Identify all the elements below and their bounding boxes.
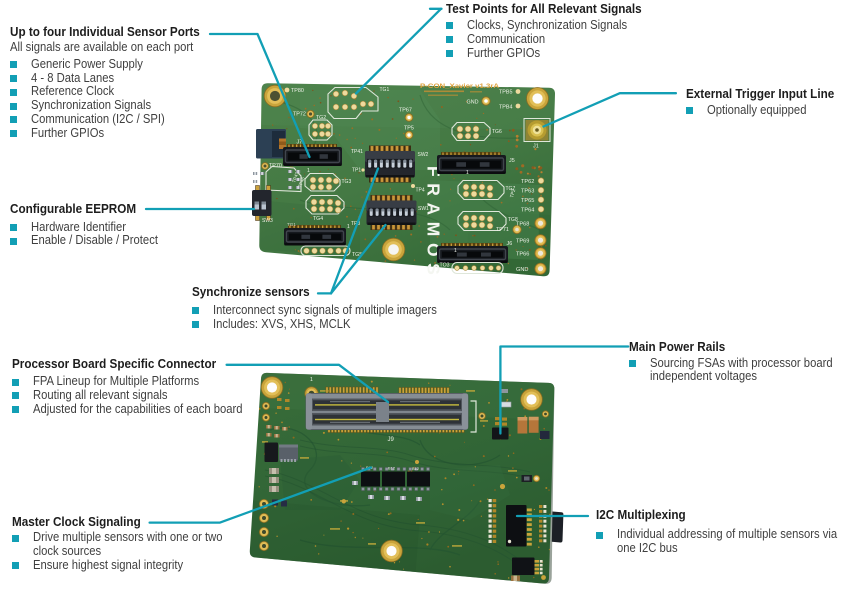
svg-text:TG7: TG7 (506, 186, 516, 192)
svg-text:TP62: TP62 (521, 179, 534, 185)
svg-text:SW3: SW3 (262, 218, 273, 224)
svg-text:TPB4: TPB4 (499, 105, 512, 111)
svg-text:J1: J1 (533, 144, 539, 150)
svg-text:TP65: TP65 (521, 198, 534, 204)
svg-text:GND: GND (467, 100, 479, 106)
svg-text:1: 1 (347, 224, 350, 230)
svg-text:TP66: TP66 (516, 252, 529, 258)
svg-text:TP2: TP2 (509, 188, 517, 198)
svg-text:TG2: TG2 (316, 115, 326, 121)
svg-text:TP72: TP72 (293, 112, 306, 118)
svg-text:TP70: TP70 (269, 163, 282, 169)
svg-text:TP71: TP71 (496, 227, 509, 233)
svg-text:TP64: TP64 (521, 208, 534, 214)
svg-text:TPB5: TPB5 (499, 90, 512, 96)
svg-text:TP80: TP80 (291, 88, 304, 94)
svg-text:SW2: SW2 (418, 152, 429, 158)
svg-text:B12: B12 (388, 466, 396, 471)
svg-text:GND: GND (516, 267, 528, 273)
svg-text:TP1: TP1 (352, 168, 361, 174)
svg-text:SW1: SW1 (418, 206, 429, 212)
svg-text:TP41: TP41 (351, 149, 363, 155)
svg-text:TP46: TP46 (297, 176, 306, 188)
svg-text:TP3: TP3 (351, 221, 360, 227)
svg-text:1: 1 (307, 168, 310, 174)
svg-text:TG5: TG5 (352, 252, 362, 258)
svg-text:1: 1 (466, 170, 469, 176)
svg-text:J6: J6 (507, 241, 513, 247)
svg-text:TP68: TP68 (516, 222, 529, 228)
svg-text:TP67: TP67 (399, 108, 412, 114)
svg-text:TP5: TP5 (404, 126, 414, 132)
svg-text:TP4: TP4 (416, 188, 425, 194)
svg-text:J5: J5 (509, 158, 515, 164)
svg-text:TG1: TG1 (380, 87, 390, 93)
svg-text:1: 1 (310, 377, 313, 383)
svg-text:TG3: TG3 (342, 179, 352, 185)
svg-text:1: 1 (454, 248, 457, 254)
svg-text:TG4: TG4 (313, 216, 323, 222)
svg-text:TP69: TP69 (516, 239, 529, 245)
svg-text:TP47: TP47 (291, 171, 300, 183)
svg-text:TG6: TG6 (492, 129, 502, 135)
svg-text:TO3: TO3 (440, 263, 450, 269)
svg-text:J9: J9 (388, 437, 395, 443)
svg-text:TG8: TG8 (508, 217, 518, 223)
svg-text:TP63: TP63 (521, 189, 534, 195)
svg-text:TG1: TG1 (287, 222, 296, 227)
svg-text:P-CON_Xavier v1.3rA: P-CON_Xavier v1.3rA (420, 83, 499, 90)
svg-text:J7: J7 (297, 140, 303, 146)
svg-text:B12: B12 (412, 466, 420, 471)
